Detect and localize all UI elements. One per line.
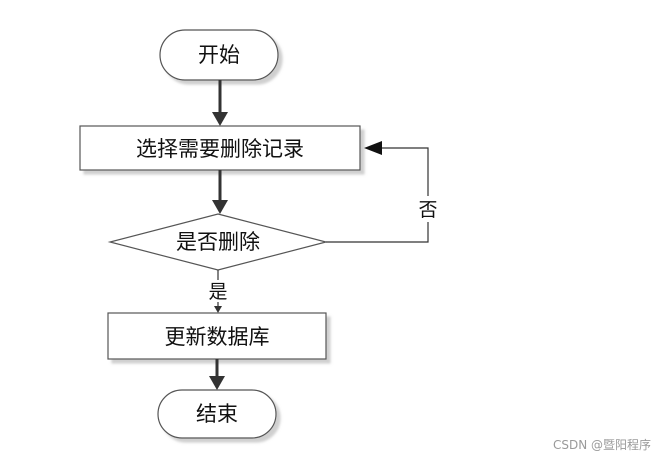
start-label: 开始	[198, 43, 240, 67]
yes-branch-arrowhead	[214, 306, 222, 313]
arrow-start-to-select-head	[212, 112, 228, 126]
watermark-text: CSDN @暨阳程序	[552, 438, 651, 452]
end-terminal	[157, 389, 277, 439]
select-process-label: 选择需要删除记录	[136, 137, 304, 161]
yes-branch-label: 是	[208, 281, 227, 303]
select-process-box	[79, 125, 361, 171]
no-branch-arrowhead	[364, 141, 382, 155]
decision-label: 是否删除	[176, 230, 260, 254]
no-label-bg	[414, 196, 442, 222]
no-branch-line	[326, 147, 429, 243]
update-process-label: 更新数据库	[165, 325, 270, 349]
end-label: 结束	[196, 402, 238, 426]
yes-label-bg	[204, 280, 232, 302]
no-branch-label: 否	[418, 199, 437, 221]
arrow-update-to-end-head	[209, 376, 225, 390]
arrow-select-to-decision-head	[212, 200, 228, 214]
